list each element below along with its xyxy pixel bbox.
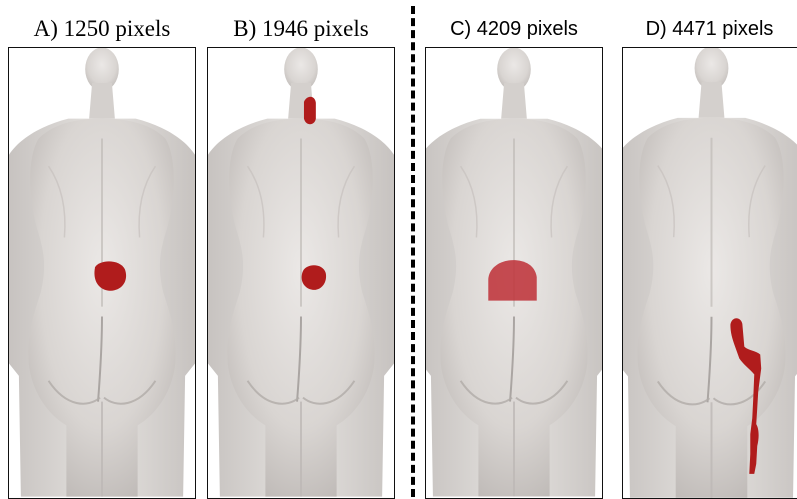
panel-c-body-figure bbox=[426, 48, 602, 498]
panel-a-frame bbox=[8, 47, 196, 499]
panel-b-caption: B) 1946 pixels bbox=[207, 14, 395, 44]
panel-d-body-figure bbox=[623, 48, 797, 498]
panel-b-body-figure bbox=[208, 48, 394, 498]
pain-marker-lower-back-wide bbox=[488, 260, 536, 301]
panel-a-caption: A) 1250 pixels bbox=[8, 14, 196, 44]
pain-marker-neck bbox=[304, 97, 316, 124]
panel-b-frame bbox=[207, 47, 395, 499]
panel-c-frame bbox=[425, 47, 603, 499]
panel-d-caption: D) 4471 pixels bbox=[622, 14, 797, 44]
panel-d-frame bbox=[622, 47, 797, 499]
dashed-divider bbox=[411, 6, 415, 497]
panel-a-body-figure bbox=[9, 48, 195, 498]
panel-c-caption: C) 4209 pixels bbox=[425, 14, 603, 44]
